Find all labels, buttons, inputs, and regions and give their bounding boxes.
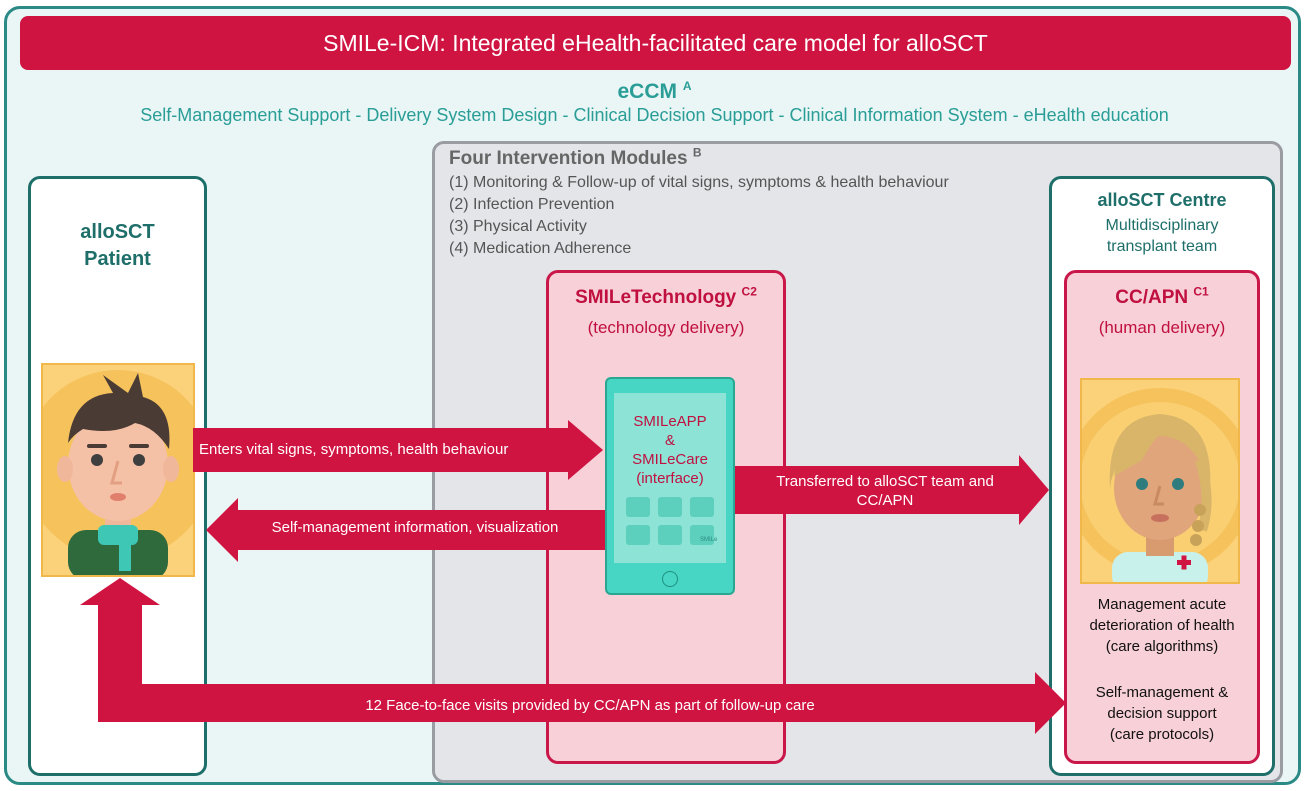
app-tile-icon [690,497,714,517]
modules-superscript: B [692,145,702,160]
centre-subtitle-line: Multidisciplinary [1105,217,1219,234]
module-item: (4) Medication Adherence [449,240,632,257]
phone-screen: SMILe [614,393,726,563]
technology-superscript: C2 [741,284,757,299]
apn-text-line: decision support [1107,705,1217,722]
phone-text-line: & [664,432,675,449]
phone-text-line: SMILeCare [632,451,708,468]
patient-illustration [43,370,193,575]
phone-tile-label: SMILe [700,537,718,543]
apn-text-line: (care algorithms) [1105,638,1219,655]
phone-screen-text: SMILeAPP & SMILeCare (interface) [605,412,735,488]
module-item: (3) Physical Activity [449,218,587,235]
title-banner: SMILe-ICM: Integrated eHealth-facilitate… [20,16,1291,70]
phone-text-line: (interface) [636,470,704,487]
apn-text-line: deterioration of health [1089,617,1235,634]
modules-title: Four Intervention Modules [449,148,688,169]
app-tile-icon [658,525,682,545]
patient-title-line: Patient [84,248,151,270]
app-tile-icon [658,497,682,517]
apn-subtitle: (human delivery) [1098,318,1226,337]
enters-arrow-label: Enters vital signs, symptoms, health beh… [199,441,509,458]
transferred-label-line: CC/APN [856,492,914,509]
apn-support-text: Self-management & decision support (care… [1064,682,1260,745]
app-tile-icon [690,525,714,545]
apn-management-text: Management acute deterioration of health… [1064,594,1260,657]
technology-heading: SMILeTechnology C2 [546,284,786,309]
app-tile-icon [626,497,650,517]
phone-text-line: SMILeAPP [633,413,707,430]
technology-subtitle: (technology delivery) [587,318,745,337]
module-item: (1) Monitoring & Follow-up of vital sign… [449,174,949,191]
transferred-arrow-label: Transferred to alloSCT team and CC/APN [740,472,1030,510]
self-management-arrow [206,498,612,562]
transferred-label-line: Transferred to alloSCT team and [776,473,994,490]
nurse-avatar [1080,378,1240,584]
face-to-face-arrow-label: 12 Face-to-face visits provided by CC/AP… [365,697,815,714]
eccm-title: eCCM [617,80,677,103]
app-tile-icon [626,525,650,545]
eccm-heading: eCCM A [0,80,1309,104]
eccm-items: Self-Management Support - Delivery Syste… [140,105,1169,125]
patient-avatar [41,363,195,577]
apn-superscript: C1 [1193,284,1209,299]
centre-subtitle-line: transplant team [1106,238,1218,255]
self-management-arrow-label: Self-management information, visualizati… [271,519,559,536]
centre-subtitle: Multidisciplinary transplant team [1049,215,1275,257]
patient-title-line: alloSCT [80,221,155,243]
nurse-illustration [1082,388,1238,582]
technology-title: SMILeTechnology [575,287,737,308]
phone-home-button-icon [662,571,678,587]
page-title: SMILe-ICM: Integrated eHealth-facilitate… [323,29,988,56]
enters-arrow [193,420,603,480]
apn-text-line: Management acute [1097,596,1227,613]
apn-text-line: (care protocols) [1109,726,1215,743]
apn-heading: CC/APN C1 [1064,284,1260,309]
eccm-superscript: A [682,79,692,93]
face-to-face-arrow [80,578,1066,734]
transferred-arrow [735,455,1049,525]
patient-heading: alloSCT Patient [28,219,207,273]
centre-title: alloSCT Centre [1097,190,1227,210]
modules-heading: Four Intervention Modules B [449,145,702,170]
apn-title: CC/APN [1115,287,1189,308]
apn-text-line: Self-management & [1095,684,1229,701]
module-item: (2) Infection Prevention [449,196,615,213]
